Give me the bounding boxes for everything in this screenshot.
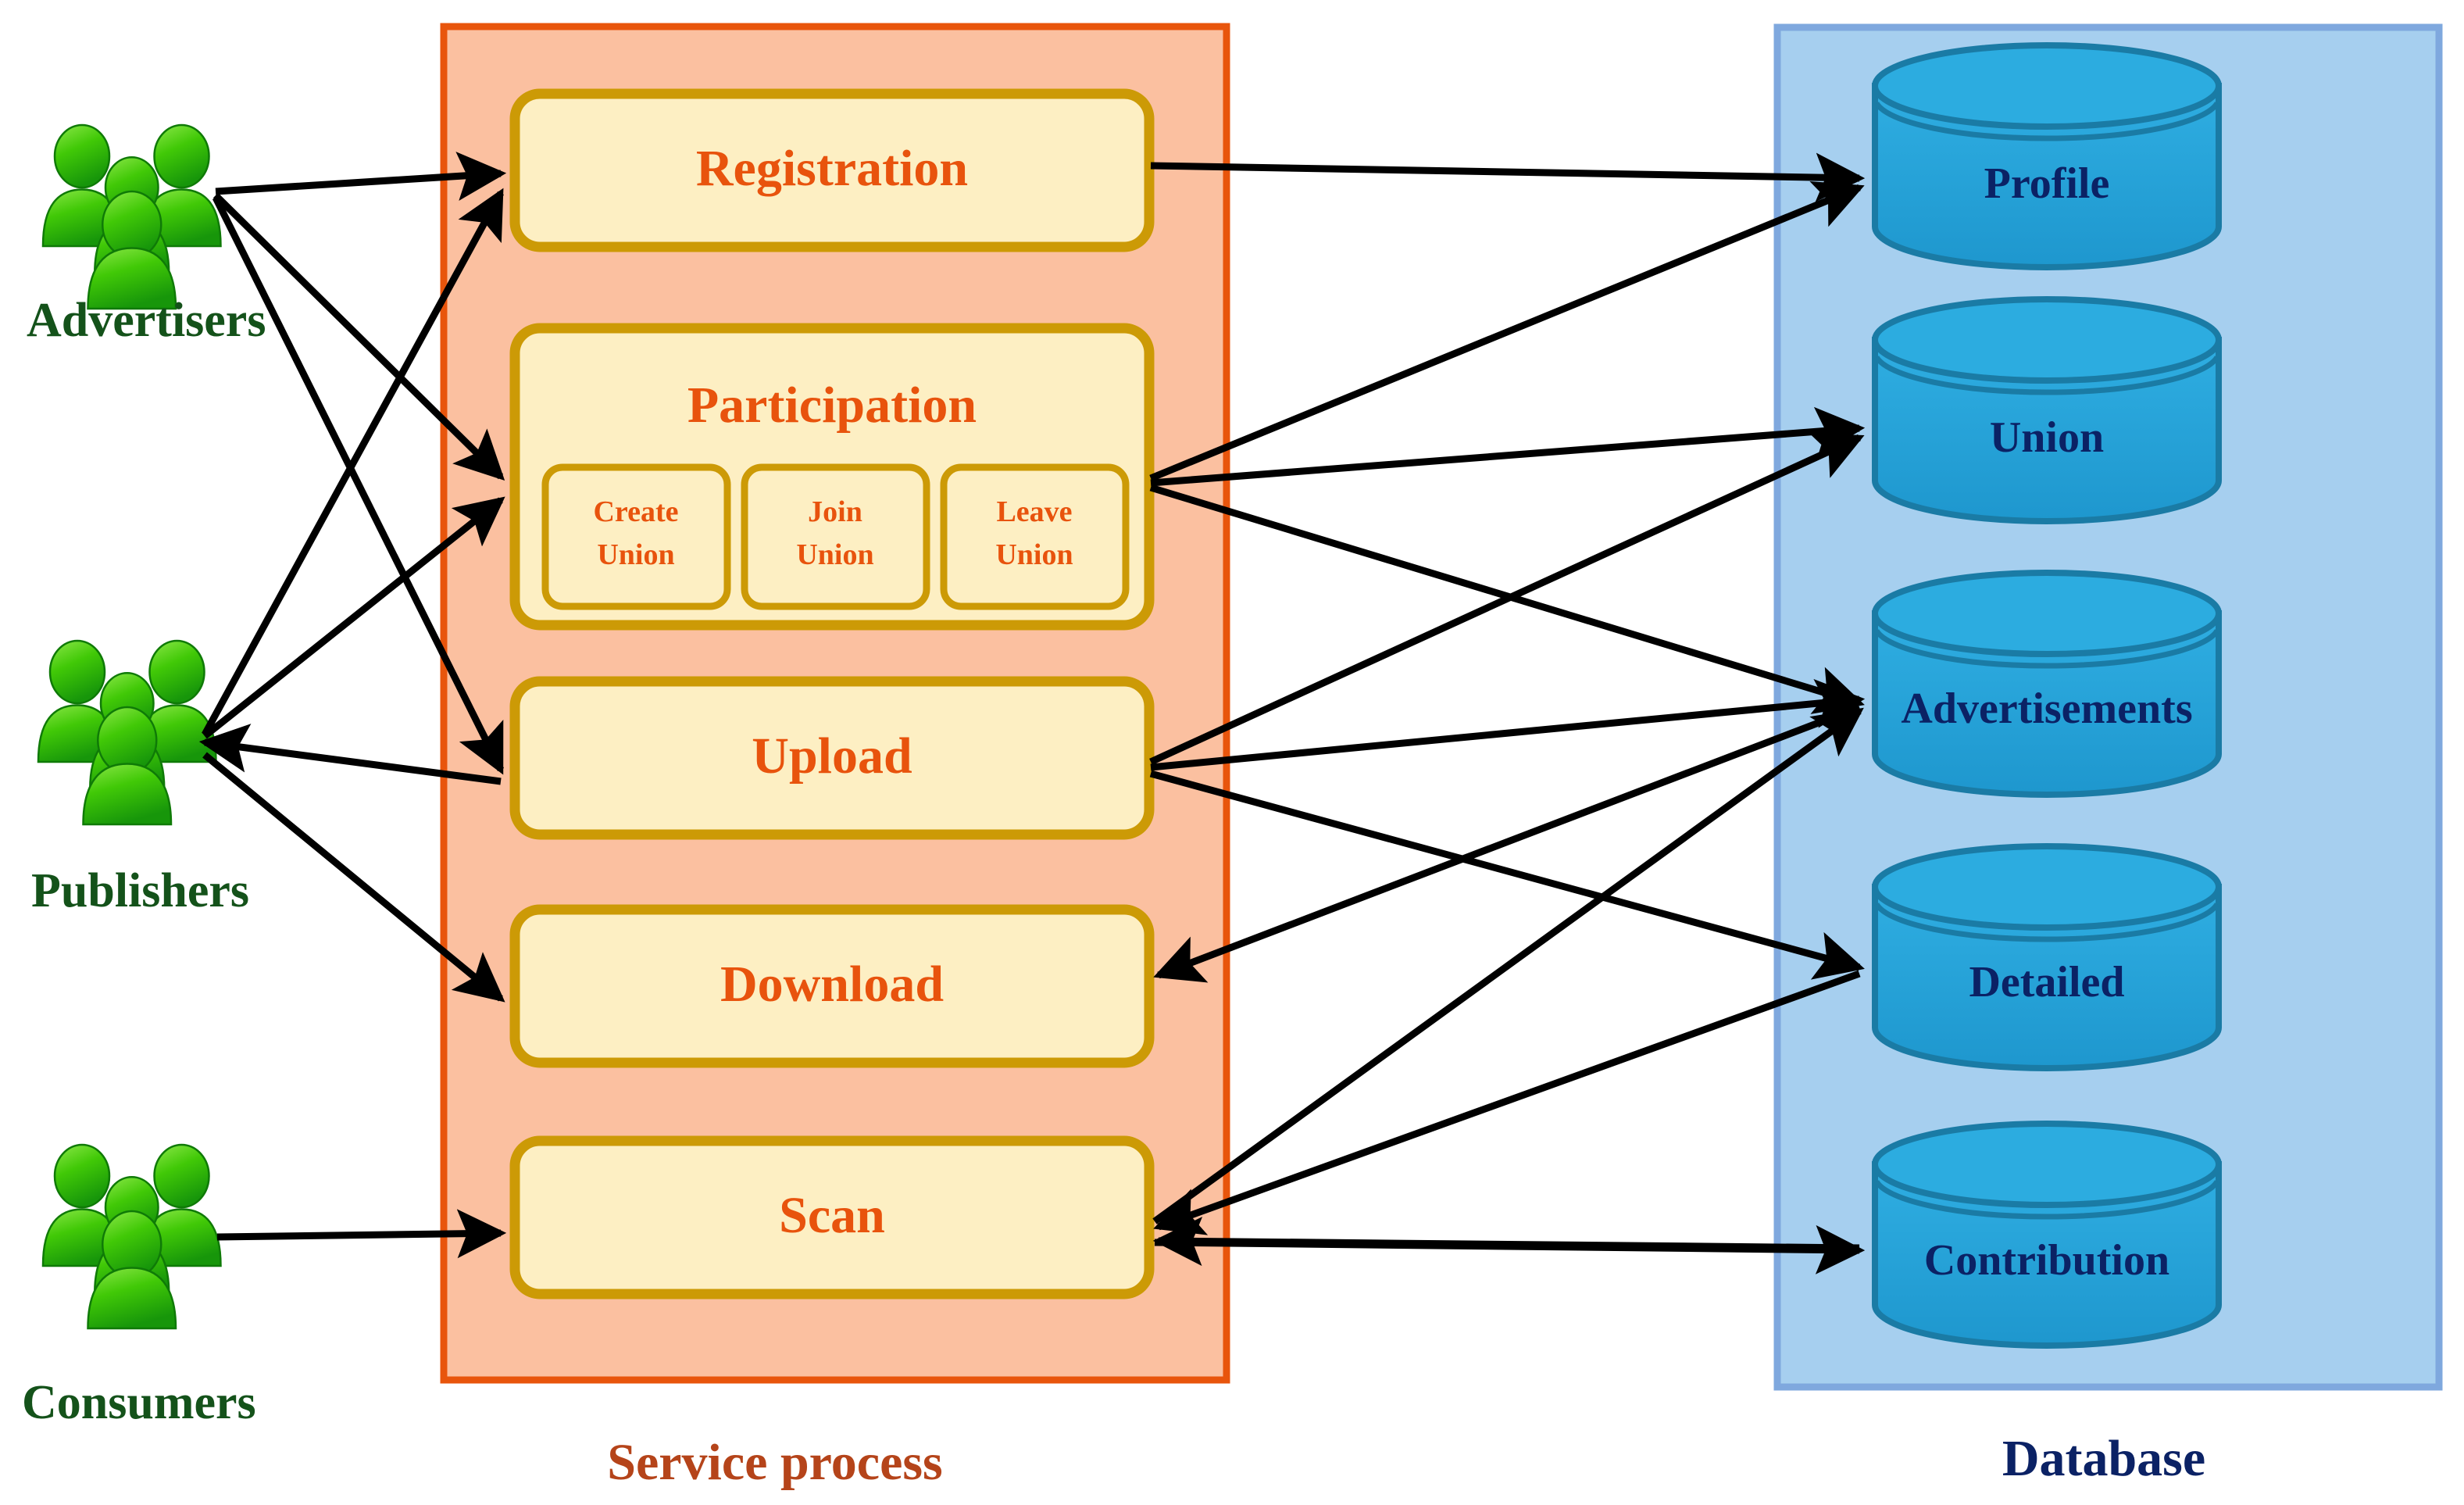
create-union-box-shape	[541, 463, 731, 610]
contribution-cylinder-rim	[1873, 1180, 2220, 1220]
profile-cylinder-top	[1872, 42, 2222, 130]
flow-publishers-to-participation	[202, 496, 505, 739]
download-label: Download	[720, 956, 944, 1013]
flow-upload-to-union	[1149, 433, 1865, 766]
users-group-icon	[37, 639, 217, 826]
database-cylinder-contribution[interactable]: Contribution	[1872, 1121, 2222, 1349]
service-box-registration[interactable]: Registration	[509, 88, 1155, 252]
consumers-label: Consumers	[22, 1376, 256, 1429]
join-union-label-line1: Join	[808, 495, 862, 528]
leave-union-label-line1: Leave	[996, 495, 1072, 528]
registration-box-shape	[509, 88, 1155, 252]
flow-publishers-to-download	[202, 752, 505, 1003]
flow-download-to-publishers	[198, 724, 502, 785]
create-union-label-line2: Union	[597, 538, 674, 571]
advertisers-label: Advertisers	[27, 294, 266, 347]
upload-label: Upload	[752, 727, 912, 785]
service-box-scan[interactable]: Scan	[509, 1135, 1155, 1299]
database-cylinder-detailed[interactable]: Detailed	[1872, 843, 2222, 1071]
join-union-label-line2: Union	[796, 538, 873, 571]
flow-upload-to-advertisements	[1150, 678, 1866, 771]
database-cylinder-profile[interactable]: Profile	[1872, 42, 2222, 270]
union-cylinder-rim	[1873, 356, 2220, 395]
flow-participation-to-union	[1150, 406, 1866, 487]
flow-advertisers-to-registration	[215, 152, 507, 201]
detailed-label: Detailed	[1969, 958, 2124, 1006]
union-cylinder-top	[1872, 296, 2222, 384]
service-box-participation[interactable]: Participation Create Union Join Union Le…	[509, 323, 1155, 631]
actor-advertisers[interactable]: Advertisers	[27, 123, 266, 347]
leave-union-label-line2: Union	[995, 538, 1073, 571]
scan-label: Scan	[779, 1187, 885, 1244]
profile-label: Profile	[1984, 159, 2110, 208]
flow-participation-to-profile	[1149, 181, 1865, 482]
union-label: Union	[1990, 413, 2104, 462]
profile-cylinder-rim	[1873, 102, 2220, 141]
users-group-icon	[41, 1143, 222, 1330]
participation-label: Participation	[687, 377, 977, 434]
flow-scan-to-advertisements	[1152, 707, 1864, 1224]
publishers-label: Publishers	[31, 864, 249, 917]
flow-upload-to-detailed	[1149, 770, 1865, 980]
contribution-cylinder-top	[1872, 1121, 2222, 1208]
flow-advertisers-to-upload	[212, 195, 505, 775]
users-group-icon	[41, 123, 222, 310]
download-box-shape	[509, 904, 1155, 1068]
scan-box-shape	[509, 1135, 1155, 1299]
service-box-upload[interactable]: Upload	[509, 676, 1155, 840]
database-caption: Database	[2002, 1430, 2205, 1487]
create-union-label-line1: Create	[593, 495, 678, 528]
service-process-caption: Service process	[607, 1434, 942, 1491]
upload-box-shape	[509, 676, 1155, 840]
flow-advertisements-to-download	[1153, 703, 1861, 983]
participation-subitem-create-union[interactable]: Create Union	[541, 463, 731, 610]
flow-participation-to-advertisements	[1149, 484, 1865, 714]
participation-subitem-leave-union[interactable]: Leave Union	[940, 463, 1130, 610]
flow-publishers-to-registration	[202, 188, 504, 737]
service-box-download[interactable]: Download	[509, 904, 1155, 1068]
database-cylinder-advertisements[interactable]: Advertisements	[1872, 570, 2222, 798]
advertisements-label: Advertisements	[1901, 685, 2192, 733]
detailed-cylinder-rim	[1873, 903, 2220, 942]
participation-subitem-join-union[interactable]: Join Union	[741, 463, 930, 610]
contribution-label: Contribution	[1924, 1236, 2169, 1285]
database-cylinder-union[interactable]: Union	[1872, 296, 2222, 524]
actor-publishers[interactable]: Publishers	[31, 639, 249, 917]
advertisements-cylinder-rim	[1873, 629, 2220, 669]
flow-advertisers-to-participation	[212, 192, 505, 481]
registration-label: Registration	[696, 140, 968, 197]
flow-consumers-to-scan	[216, 1209, 507, 1259]
flow-detailed-to-scan	[1153, 970, 1861, 1235]
actor-consumers[interactable]: Consumers	[22, 1143, 256, 1429]
leave-union-box-shape	[940, 463, 1130, 610]
detailed-cylinder-top	[1872, 843, 2222, 931]
flow-registration-to-profile	[1150, 152, 1866, 202]
join-union-box-shape	[741, 463, 930, 610]
flow-contribution-line-to-scan	[1152, 1217, 1860, 1267]
advertisements-cylinder-top	[1872, 570, 2222, 657]
